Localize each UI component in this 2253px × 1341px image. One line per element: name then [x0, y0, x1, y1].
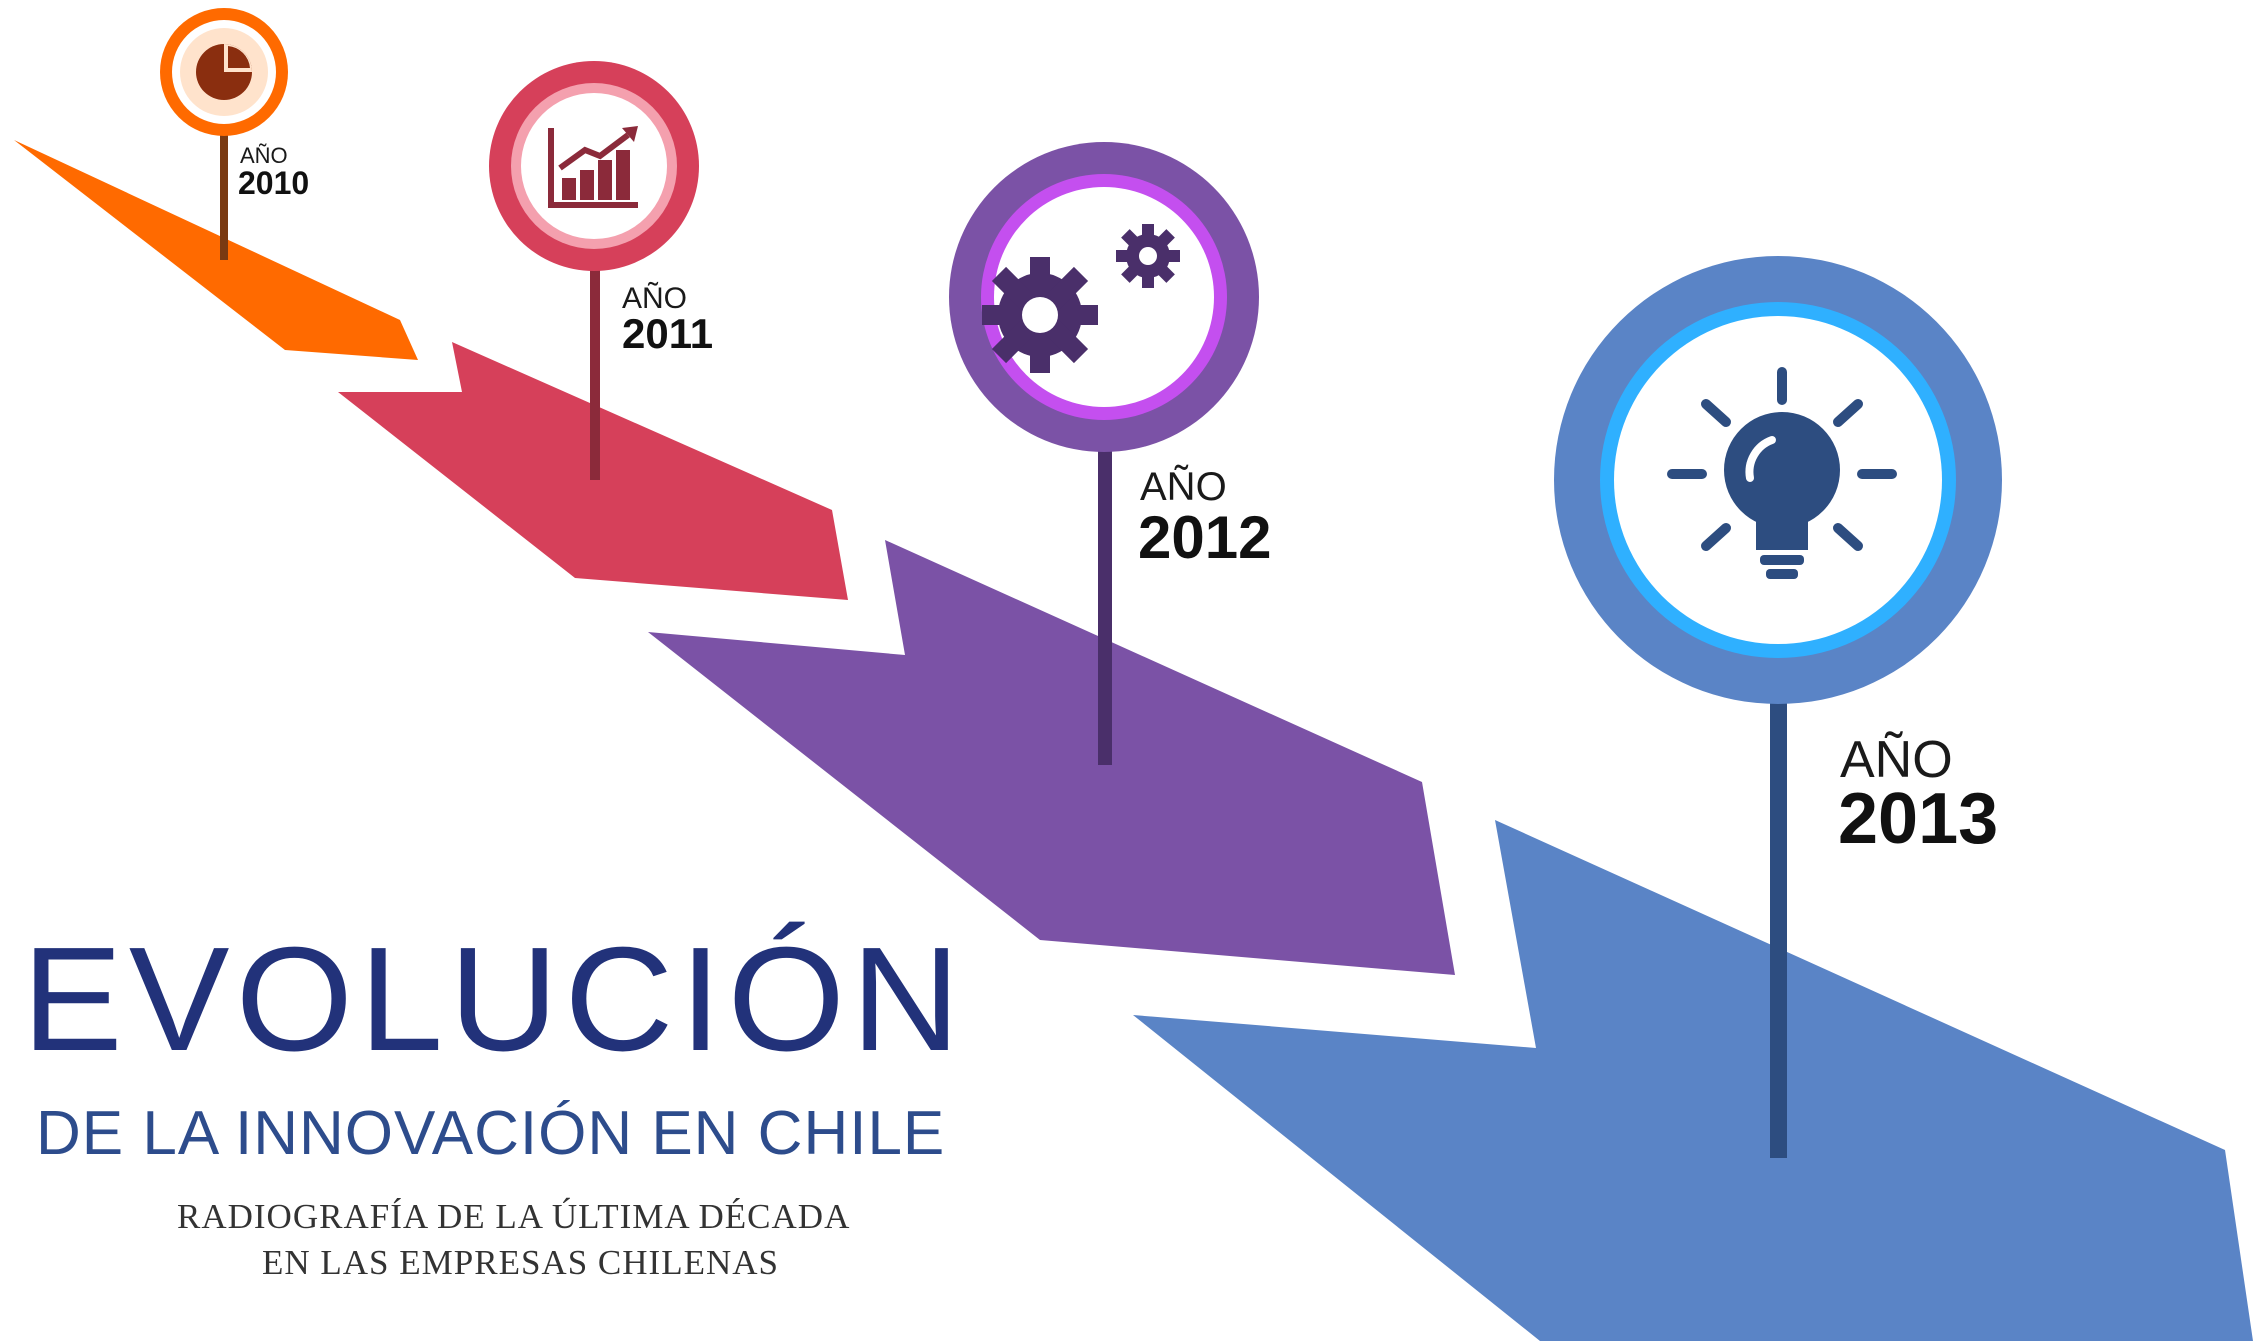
- lightbulb-icon: [1667, 367, 1897, 579]
- milestone-label-2012: AÑO: [1140, 464, 1227, 509]
- pin-2013: [1554, 256, 2002, 704]
- milestone-year-2010: 2010: [238, 165, 309, 201]
- milestone-label-2013: AÑO: [1840, 731, 1953, 789]
- pin-2012: [949, 142, 1259, 452]
- milestone-label-2011: AÑO: [622, 281, 687, 315]
- pin-stem-2011: [590, 255, 600, 480]
- pin-2011: [489, 61, 699, 271]
- milestone-year-2011: 2011: [622, 310, 713, 357]
- pin-stem-2010: [220, 120, 228, 260]
- main-title: EVOLUCIÓN: [22, 917, 967, 1082]
- bar-chart-growth-icon: [548, 126, 638, 208]
- milestone-year-2012: 2012: [1138, 504, 1271, 571]
- gears-icon: [982, 224, 1180, 373]
- ribbon-segment-2013: [1133, 820, 2253, 1341]
- tagline-line-2: EN LAS EMPRESAS CHILENAS: [262, 1243, 779, 1282]
- pin-stem-2013: [1770, 680, 1787, 1158]
- ribbon-segment-2010: [14, 140, 418, 360]
- pin-2010: [160, 8, 288, 136]
- tagline-line-1: RADIOGRAFÍA DE LA ÚLTIMA DÉCADA: [177, 1197, 851, 1236]
- milestone-label-2010: AÑO: [240, 143, 288, 168]
- subtitle: DE LA INNOVACIÓN EN CHILE: [36, 1099, 946, 1168]
- milestone-year-2013: 2013: [1838, 779, 1998, 859]
- pin-stem-2012: [1098, 430, 1112, 765]
- ribbon-segment-2012: [648, 540, 1455, 975]
- pie-chart-icon: [196, 44, 252, 100]
